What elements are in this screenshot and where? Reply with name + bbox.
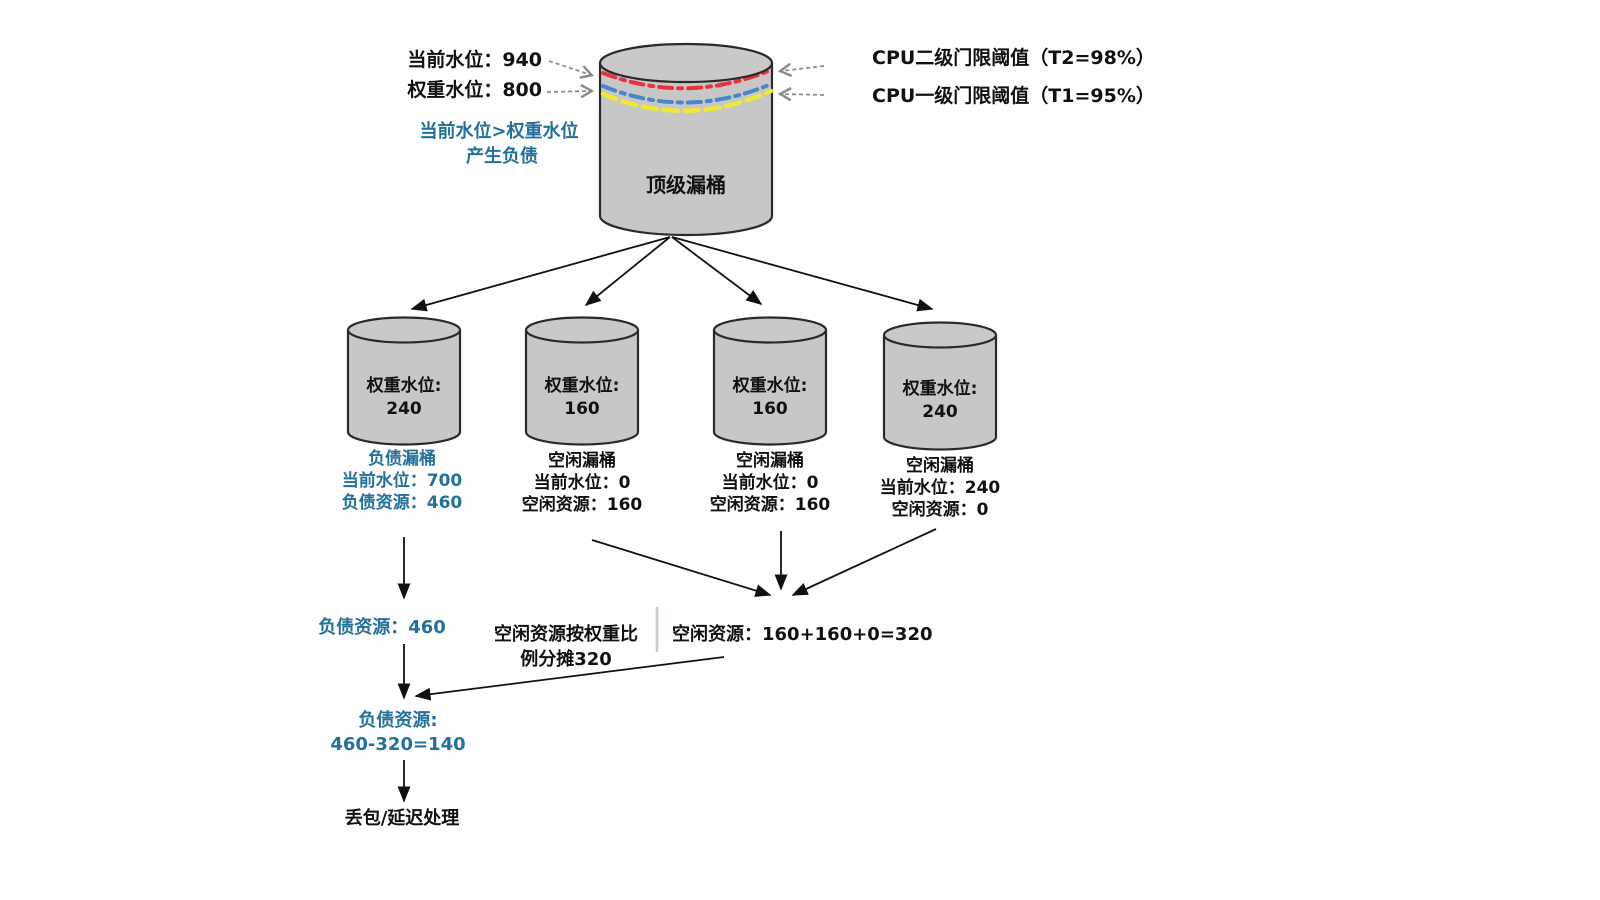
arrow-idle-to-debt (414, 656, 725, 701)
bucket1-weight-label: 权重水位: (366, 375, 442, 396)
bucket2-weight-value: 160 (564, 399, 600, 419)
bucket4-lid (882, 321, 998, 349)
bucket2-lid (524, 316, 640, 344)
top-bucket: 顶级漏桶 (598, 42, 774, 237)
child-bucket-2: 权重水位: 160 (524, 316, 640, 446)
t1-pointer-icon (777, 87, 825, 102)
top-bucket-lid (598, 42, 774, 84)
debt-result-line2: 460-320=140 (330, 734, 465, 755)
top-bucket-label: 顶级漏桶 (646, 173, 726, 197)
child-bucket-4: 权重水位: 240 (882, 321, 998, 451)
bucket2-status-line2: 当前水位：0 (534, 472, 631, 493)
bucket2-body (524, 330, 640, 446)
bucket1-weight-value: 240 (386, 399, 422, 419)
bucket3-weight-label: 权重水位: (732, 375, 808, 396)
bucket3-weight-value: 160 (752, 399, 788, 419)
child-bucket-3: 权重水位: 160 (712, 316, 828, 446)
debt-result-line1: 负债资源: (358, 709, 437, 731)
bucket3-body (712, 330, 828, 446)
bucket4-status-line1: 空闲漏桶 (906, 455, 974, 476)
share-note-line2: 例分摊320 (520, 648, 612, 670)
current-level-label: 当前水位：940 (407, 48, 542, 71)
bucket4-weight-value: 240 (922, 402, 958, 422)
t1-threshold-label: CPU一级门限阈值（T1=95%） (872, 84, 1155, 107)
bucket4-body (882, 335, 998, 451)
current-level-pointer-icon (548, 60, 595, 79)
share-note-line1: 空闲资源按权重比 (494, 623, 638, 645)
bucket4-status-line2: 当前水位：240 (880, 477, 1001, 498)
top-bucket-body (598, 63, 774, 237)
bucket3-lid (712, 316, 828, 344)
weight-level-label: 权重水位：800 (406, 78, 542, 101)
arrow-idle-left (591, 539, 772, 597)
debt-note-line2: 产生负债 (466, 145, 538, 167)
bucket2-status-line1: 空闲漏桶 (548, 450, 616, 471)
t2-level-line (601, 68, 773, 91)
bucket1-body (346, 330, 462, 446)
arrow-top-to-bucket3 (671, 236, 763, 305)
bucket2-weight-label: 权重水位: (544, 375, 620, 396)
arrow-top-to-bucket2 (584, 236, 671, 307)
bucket3-status-line1: 空闲漏桶 (736, 450, 804, 471)
bucket4-status-line3: 空闲资源：0 (892, 499, 989, 520)
bucket3-status-line3: 空闲资源：160 (710, 494, 831, 515)
arrow-idle-right (791, 528, 937, 596)
bucket4-weight-label: 权重水位: (902, 378, 978, 399)
bucket3-status-line2: 当前水位：0 (722, 472, 819, 493)
bucket1-status-line1: 负债漏桶 (368, 448, 436, 469)
weight-level-line (601, 82, 773, 105)
bucket1-status-line3: 负债资源：460 (342, 492, 463, 513)
debt-resource-label: 负债资源：460 (318, 616, 446, 638)
bucket1-lid (346, 316, 462, 344)
arrow-top-to-bucket1 (410, 236, 671, 312)
bucket1-status-line2: 当前水位：700 (342, 470, 463, 491)
arrow-top-to-bucket4 (671, 236, 934, 312)
bucket2-status-line3: 空闲资源：160 (522, 494, 643, 515)
weight-level-pointer-icon (546, 84, 595, 99)
t1-level-line (600, 88, 774, 113)
child-bucket-1: 权重水位: 240 (346, 316, 462, 446)
idle-sum-label: 空闲资源：160+160+0=320 (672, 623, 933, 645)
t2-threshold-label: CPU二级门限阈值（T2=98%） (872, 46, 1155, 69)
final-action-label: 丢包/延迟处理 (345, 807, 460, 829)
debt-note-line1: 当前水位>权重水位 (419, 120, 578, 142)
t2-pointer-icon (777, 62, 825, 78)
